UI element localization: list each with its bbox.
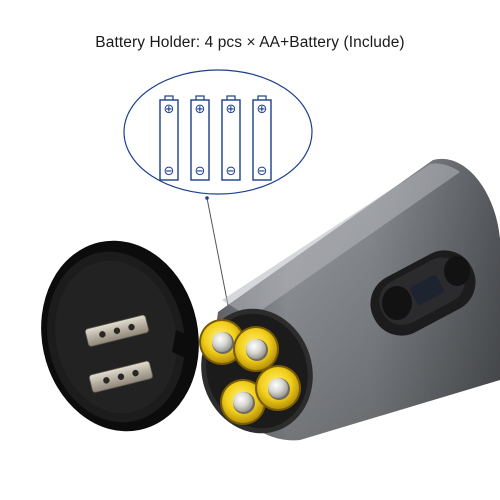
- contact-plate: [88, 360, 153, 393]
- battery-callout: ⊕⊖⊕⊖⊕⊖⊕⊖: [123, 69, 313, 337]
- minus-symbol: ⊖: [164, 164, 175, 179]
- battery-icon: ⊕⊖: [159, 95, 179, 181]
- minus-symbol: ⊖: [226, 164, 237, 179]
- callout-leader-dot: [205, 196, 209, 200]
- aa-battery: [233, 326, 279, 372]
- battery-pack: [199, 319, 301, 425]
- minus-symbol: ⊖: [257, 164, 268, 179]
- plus-symbol: ⊕: [226, 102, 237, 117]
- caption: Battery Holder: 4 pcs × AA+Battery (Incl…: [95, 34, 405, 51]
- battery-icon: ⊕⊖: [252, 95, 272, 181]
- end-cap: [41, 240, 199, 432]
- power-switch: [370, 250, 476, 336]
- callout-oval: [123, 69, 313, 195]
- minus-symbol: ⊖: [195, 164, 206, 179]
- plus-symbol: ⊕: [195, 102, 206, 117]
- plus-symbol: ⊕: [164, 102, 175, 117]
- aa-battery: [220, 379, 266, 425]
- plus-symbol: ⊕: [257, 102, 268, 117]
- battery-icon: ⊕⊖: [221, 95, 241, 181]
- aa-battery: [255, 365, 301, 411]
- battery-icon: ⊕⊖: [190, 95, 210, 181]
- cap-contacts: [84, 314, 153, 393]
- battery-icon-group: ⊕⊖⊕⊖⊕⊖⊕⊖: [159, 95, 272, 181]
- contact-plate: [84, 314, 149, 347]
